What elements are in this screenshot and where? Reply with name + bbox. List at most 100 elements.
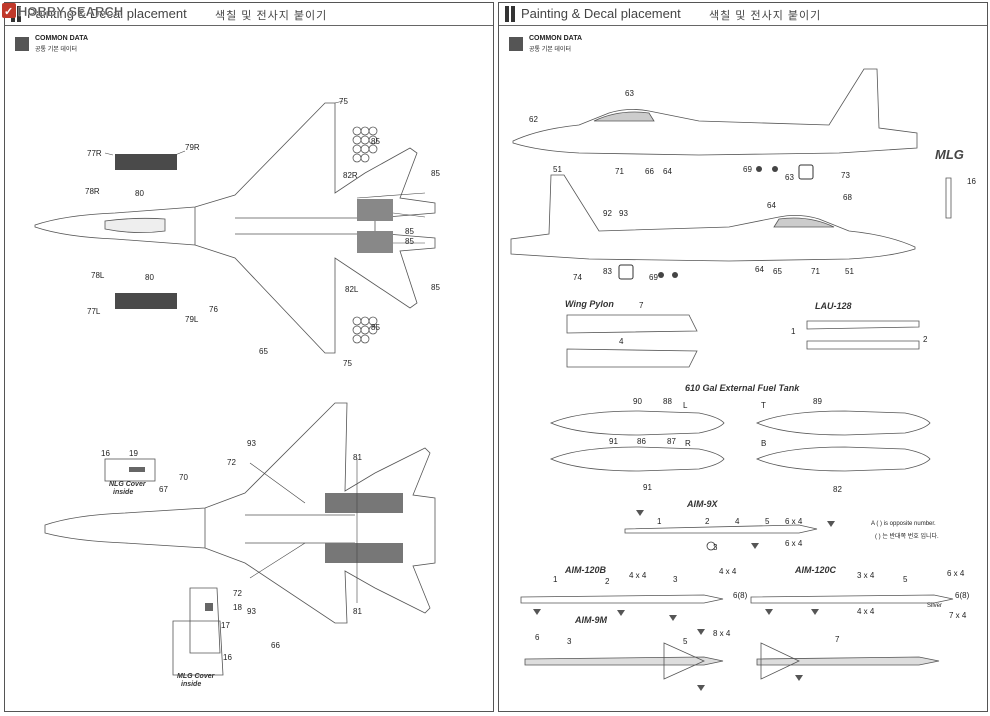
callout-82R: 82R bbox=[343, 171, 358, 180]
mlg-title: MLG bbox=[935, 147, 964, 162]
top-view-drawing bbox=[34, 100, 436, 676]
callout-6x4: 6 x 4 bbox=[785, 539, 803, 548]
callout-3: 3 bbox=[713, 543, 718, 552]
callout-81: 81 bbox=[353, 607, 362, 616]
aim120c-title: AIM-120C bbox=[795, 565, 837, 575]
callout-93: 93 bbox=[247, 607, 256, 616]
callout-67: 67 bbox=[159, 485, 168, 494]
callout-5: 5 bbox=[903, 575, 908, 584]
callout-80: 80 bbox=[135, 189, 144, 198]
callout-69: 69 bbox=[743, 165, 752, 174]
callout-5: 5 bbox=[765, 517, 770, 526]
callout-6x4: 6 x 4 bbox=[947, 569, 965, 578]
callout-78L: 78L bbox=[91, 271, 105, 280]
callout-88: 88 bbox=[663, 397, 672, 406]
decal-77L bbox=[115, 293, 177, 309]
callout-72: 72 bbox=[233, 589, 242, 598]
callout-8x4: 8 x 4 bbox=[713, 629, 731, 638]
callout-3: 3 bbox=[673, 575, 678, 584]
callout-85: 85 bbox=[371, 137, 380, 146]
callout-2: 2 bbox=[605, 577, 610, 586]
callout-77L: 77L bbox=[87, 307, 101, 316]
callout-7: 7 bbox=[835, 635, 840, 644]
callout-85: 85 bbox=[431, 283, 440, 292]
bottom-engine-bottom bbox=[325, 543, 403, 563]
side-views-drawing bbox=[510, 68, 954, 691]
callout-71: 71 bbox=[811, 267, 820, 276]
callout-6-8: 6(8) bbox=[955, 591, 970, 600]
header-mark bbox=[17, 6, 21, 22]
callout-1: 1 bbox=[791, 327, 796, 336]
tank-left-label: L bbox=[683, 401, 688, 410]
left-header: Painting & Decal placement 색칠 및 전사지 붙이기 bbox=[5, 3, 493, 26]
callout-2: 2 bbox=[923, 335, 928, 344]
right-header-title: Painting & Decal placement bbox=[521, 6, 681, 21]
callout-51: 51 bbox=[553, 165, 562, 174]
callout-86: 86 bbox=[637, 437, 646, 446]
hobby-search-logo: ✓ HOBBY SEARCH bbox=[2, 3, 123, 19]
tank-bottom-label: B bbox=[761, 439, 767, 448]
callout-6: 6 bbox=[535, 633, 540, 642]
svg-text:✓: ✓ bbox=[4, 6, 13, 18]
callout-66: 66 bbox=[645, 167, 654, 176]
callout-17: 17 bbox=[221, 621, 230, 630]
opposite-note-ko: ( ) 는 반대쪽 번호 입니다. bbox=[875, 534, 939, 540]
nozzle-bottom bbox=[357, 231, 393, 253]
nlg-cover-label: NLG Cover bbox=[109, 481, 146, 488]
callout-93: 93 bbox=[619, 209, 628, 218]
bottom-engine-top bbox=[325, 493, 403, 513]
header-mark bbox=[511, 6, 515, 22]
callout-18: 18 bbox=[233, 603, 242, 612]
callout-3: 3 bbox=[567, 637, 572, 646]
left-header-title-ko: 색칠 및 전사지 붙이기 bbox=[215, 10, 328, 22]
tank-right-label: R bbox=[685, 439, 691, 448]
callout-63: 63 bbox=[785, 173, 794, 182]
right-header-title-ko: 색칠 및 전사지 붙이기 bbox=[709, 10, 822, 22]
callout-85: 85 bbox=[405, 227, 414, 236]
callout-64: 64 bbox=[755, 265, 764, 274]
wing-pylon-title: Wing Pylon bbox=[565, 299, 614, 309]
callout-4: 4 bbox=[619, 337, 624, 346]
callout-16: 16 bbox=[967, 177, 976, 186]
right-page: Painting & Decal placement 색칠 및 전사지 붙이기 … bbox=[498, 2, 988, 712]
callout-81: 81 bbox=[353, 453, 362, 462]
callout-79R: 79R bbox=[185, 143, 200, 152]
opposite-note: A ( ) is opposite number. bbox=[871, 521, 936, 527]
decal-77R bbox=[115, 154, 177, 170]
callout-93: 93 bbox=[247, 439, 256, 448]
callout-80: 80 bbox=[145, 273, 154, 282]
callout-87: 87 bbox=[667, 437, 676, 446]
callout-19: 19 bbox=[129, 449, 138, 458]
mlg-cover-label: MLG Cover bbox=[177, 673, 215, 680]
left-header-title: Painting & Decal placement bbox=[27, 6, 187, 21]
callout-91: 91 bbox=[609, 437, 618, 446]
callout-68: 68 bbox=[843, 193, 852, 202]
callout-85: 85 bbox=[405, 237, 414, 246]
lau128-title: LAU-128 bbox=[815, 301, 852, 311]
callout-5: 5 bbox=[683, 637, 688, 646]
callout-65: 65 bbox=[773, 267, 782, 276]
callout-82L: 82L bbox=[345, 285, 359, 294]
callout-70: 70 bbox=[179, 473, 188, 482]
callout-90: 90 bbox=[633, 397, 642, 406]
callout-65: 65 bbox=[259, 347, 268, 356]
callout-7x4: 7 x 4 bbox=[949, 611, 967, 620]
callout-78R: 78R bbox=[85, 187, 100, 196]
callout-4x4: 4 x 4 bbox=[629, 571, 647, 580]
callout-63: 63 bbox=[625, 89, 634, 98]
callout-69: 69 bbox=[649, 273, 658, 282]
callout-2: 2 bbox=[705, 517, 710, 526]
callout-89: 89 bbox=[813, 397, 822, 406]
callout-71: 71 bbox=[615, 167, 624, 176]
callout-3x4: 3 x 4 bbox=[857, 571, 875, 580]
callout-91: 91 bbox=[643, 483, 652, 492]
callout-16: 16 bbox=[223, 653, 232, 662]
callout-73: 73 bbox=[841, 171, 850, 180]
tank-top-label: T bbox=[761, 401, 766, 410]
callout-74: 74 bbox=[573, 273, 582, 282]
callout-1: 1 bbox=[553, 575, 558, 584]
mlg-cover-inside: inside bbox=[181, 681, 202, 688]
aim120b-title: AIM-120B bbox=[565, 565, 607, 575]
callout-4x4: 4 x 4 bbox=[719, 567, 737, 576]
callout-7: 7 bbox=[639, 301, 644, 310]
